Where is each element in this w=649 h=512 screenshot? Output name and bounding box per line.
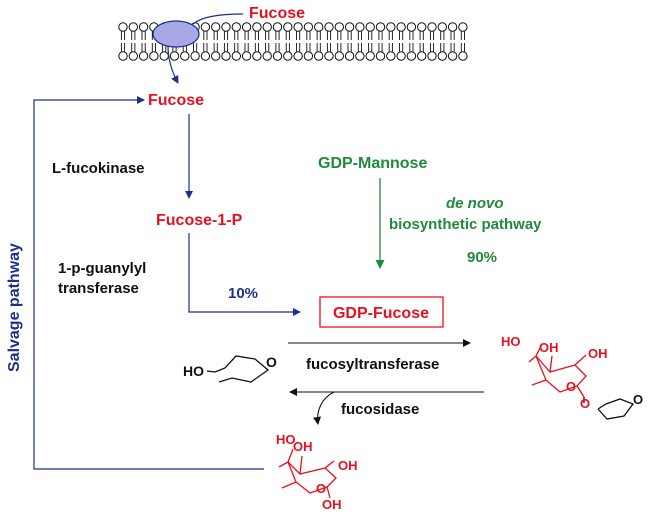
acceptor-ho: HO bbox=[183, 363, 204, 379]
fucose-1-p-label: Fucose-1-P bbox=[156, 212, 243, 229]
guanylyl-line1: 1-p-guanylyl bbox=[58, 260, 146, 277]
fucose-inside-label: Fucose bbox=[148, 92, 204, 109]
free-fucose-oh-anomeric: OH bbox=[322, 497, 342, 512]
import-arrow bbox=[167, 45, 179, 84]
free-fucose-ring bbox=[278, 448, 337, 499]
acceptor-structure bbox=[206, 355, 270, 383]
gdp-fucose-label: GDP-Fucose bbox=[333, 305, 429, 322]
salvage-loop-line bbox=[33, 96, 264, 470]
import-curve bbox=[192, 13, 244, 25]
product-ho-top: HO bbox=[501, 334, 521, 349]
guanylyl-arrow bbox=[188, 233, 301, 316]
product-glycosidic-o: O bbox=[580, 396, 590, 411]
free-fucose-oh-upper: OH bbox=[293, 439, 313, 454]
l-fucokinase-label: L-fucokinase bbox=[52, 160, 145, 177]
product-ring-o: O bbox=[566, 379, 576, 394]
guanylyl-line2: transferase bbox=[58, 280, 139, 297]
fucosidase-label: fucosidase bbox=[341, 401, 419, 418]
free-fucose-ho: HO bbox=[276, 432, 296, 447]
gdp-mannose-label: GDP-Mannose bbox=[318, 155, 427, 172]
fucose-outside-label: Fucose bbox=[249, 5, 305, 22]
product-fucose-ring bbox=[528, 343, 587, 398]
biosynthetic-pathway-label: biosynthetic pathway bbox=[389, 216, 542, 233]
product-acceptor-ring bbox=[583, 397, 635, 420]
acceptor-ring-o: O bbox=[266, 354, 277, 370]
product-oh-upper: OH bbox=[539, 340, 559, 355]
fucose-transporter bbox=[152, 20, 200, 48]
product-oh-right: OH bbox=[588, 346, 608, 361]
gdp-fucose-box bbox=[319, 296, 444, 328]
fucosidase-curve bbox=[313, 391, 335, 425]
de-novo-label: de novo bbox=[446, 195, 504, 212]
de-novo-percent: 90% bbox=[467, 249, 497, 266]
salvage-pathway-label: Salvage pathway bbox=[6, 243, 23, 372]
salvage-percent: 10% bbox=[228, 285, 258, 302]
free-fucose-oh-right: OH bbox=[338, 458, 358, 473]
product-acceptor-o: O bbox=[633, 392, 643, 407]
fucosyltransferase-label: fucosyltransferase bbox=[306, 356, 439, 373]
free-fucose-ring-o: O bbox=[316, 481, 326, 496]
